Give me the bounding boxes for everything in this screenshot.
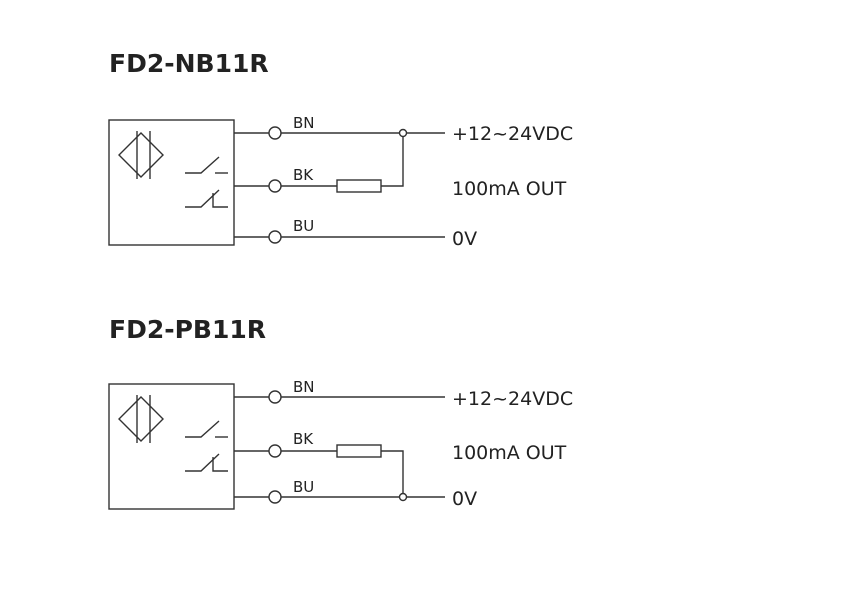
diagram-npn: FD2-NB11R BN +12~24VDC BK 100mA OUT — [108, 49, 573, 250]
diagram-title: FD2-PB11R — [109, 315, 266, 344]
terminal-bn — [268, 390, 282, 404]
diagram-pnp: FD2-PB11R BN +12~24VDC BK 100mA OUT — [108, 315, 573, 510]
sensor-body — [108, 119, 235, 246]
terminal-label-supply: +12~24VDC — [452, 388, 573, 410]
wire-label-bk: BK — [293, 166, 314, 184]
normally-open-switch-icon — [185, 156, 228, 174]
terminal-label-output: 100mA OUT — [452, 442, 567, 464]
wire-label-bk: BK — [293, 430, 314, 448]
junction — [398, 128, 408, 138]
terminal-bk — [268, 179, 282, 193]
wire-label-bn: BN — [293, 114, 315, 132]
load-resistor — [336, 444, 382, 458]
terminal-bn — [268, 126, 282, 140]
terminal-label-output: 100mA OUT — [452, 178, 567, 200]
sensor-body — [108, 383, 235, 510]
wire-label-bn: BN — [293, 378, 315, 396]
normally-closed-switch-icon — [185, 453, 228, 472]
terminal-label-ground: 0V — [452, 488, 477, 510]
terminal-label-ground: 0V — [452, 228, 477, 250]
terminal-label-supply: +12~24VDC — [452, 123, 573, 145]
wire-label-bu: BU — [293, 478, 314, 496]
normally-open-switch-icon — [185, 420, 228, 438]
load-resistor — [336, 179, 382, 193]
inductive-sensor-icon — [118, 131, 164, 179]
terminal-bu — [268, 490, 282, 504]
diagram-title: FD2-NB11R — [109, 49, 269, 78]
wire-label-bu: BU — [293, 217, 314, 235]
terminal-bk — [268, 444, 282, 458]
junction — [398, 492, 408, 502]
inductive-sensor-icon — [118, 395, 164, 443]
normally-closed-switch-icon — [185, 189, 228, 208]
terminal-bu — [268, 230, 282, 244]
